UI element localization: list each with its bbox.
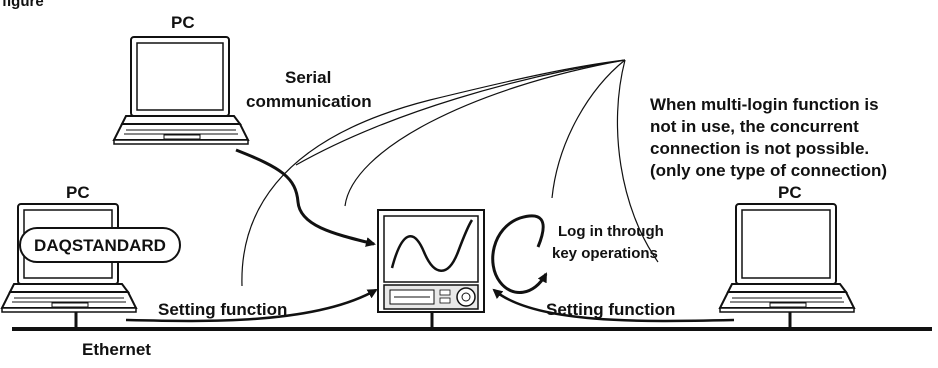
note-line4: (only one type of connection) <box>650 161 887 180</box>
note-line2: not in use, the concurrent <box>650 117 859 136</box>
login-label-line1: Log in through <box>558 223 664 240</box>
ethernet-bus <box>12 312 932 331</box>
top-partial-text: figure <box>2 0 44 10</box>
ethernet-label: Ethernet <box>82 340 151 359</box>
recorder-device <box>377 209 485 313</box>
setting-left-arrow <box>125 288 378 323</box>
note-line3: connection is not possible. <box>650 139 869 158</box>
setting-right-label: Setting function <box>546 300 675 319</box>
pc-right-label: PC <box>778 183 802 202</box>
pc-top-laptop <box>112 36 250 145</box>
daqstandard-badge <box>19 227 181 263</box>
pc-left-label: PC <box>66 183 90 202</box>
serial-label-line1: Serial <box>285 68 331 87</box>
pc-top-label: PC <box>171 13 195 32</box>
constraint-lines <box>241 59 659 287</box>
setting-right-arrow <box>492 288 735 323</box>
daqstandard-label: DAQSTANDARD <box>34 236 166 255</box>
setting-left-label: Setting function <box>158 300 287 319</box>
login-loop-arrow <box>491 214 548 294</box>
serial-arrow <box>235 148 376 247</box>
serial-label-line2: communication <box>246 92 372 111</box>
pc-right-laptop <box>718 203 856 313</box>
login-label-line2: key operations <box>552 245 658 262</box>
note-line1: When multi-login function is <box>650 95 879 114</box>
